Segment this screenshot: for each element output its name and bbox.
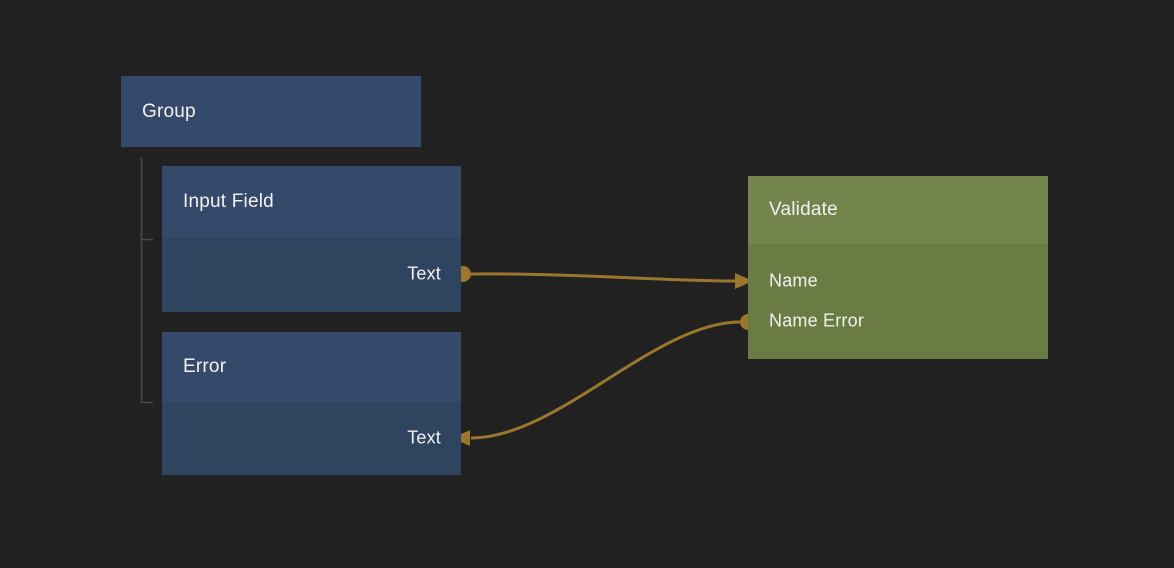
node-input-field-title: Input Field	[183, 191, 274, 212]
port-label-text-output: Text	[407, 263, 441, 284]
node-error-title: Error	[183, 356, 227, 377]
node-validate-header[interactable]: Validate	[748, 176, 1048, 244]
node-error-body: Text	[162, 402, 461, 475]
node-error[interactable]: Error Text	[162, 332, 461, 475]
node-validate[interactable]: Validate Name Name Error	[748, 176, 1048, 359]
node-group-header[interactable]: Group	[121, 76, 421, 147]
node-group-title: Group	[142, 100, 196, 122]
node-input-field-body: Text	[162, 238, 461, 312]
group-tree-connector	[140, 157, 153, 404]
node-group[interactable]: Group	[121, 76, 421, 147]
wire-inputfield-text-to-validate-name[interactable]	[470, 272, 753, 289]
port-label-name-input: Name	[769, 270, 818, 291]
node-validate-body: Name Name Error	[748, 244, 1048, 359]
port-label-text-input: Text	[407, 427, 441, 448]
wire-validate-nameerror-to-error-text[interactable]	[452, 320, 741, 446]
node-input-field-header[interactable]: Input Field	[162, 166, 461, 238]
node-input-field[interactable]: Input Field Text	[162, 166, 461, 312]
node-error-header[interactable]: Error	[162, 332, 461, 402]
node-validate-title: Validate	[769, 199, 838, 220]
port-label-name-error-output: Name Error	[769, 310, 865, 331]
